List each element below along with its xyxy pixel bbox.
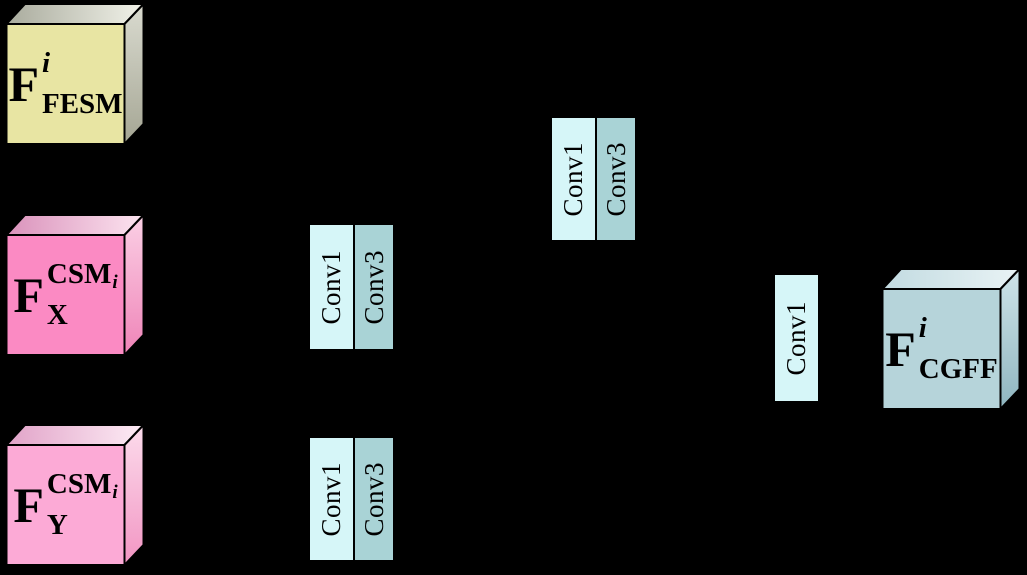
conv3-label-y: Conv3 (358, 461, 389, 537)
conv1-block-output: Conv1 (773, 273, 820, 403)
conv-pair-top: Conv1 Conv3 (550, 116, 637, 242)
conv3-block-top: Conv3 (595, 116, 637, 242)
conv1-label-top: Conv1 (558, 141, 588, 217)
fesm-block: F i FESM (5, 2, 145, 146)
cgff-block: F i CGFF (881, 267, 1021, 411)
conv1-block-y: Conv1 (308, 436, 355, 562)
csm-x-cube-shape (5, 213, 145, 357)
conv1-block-top: Conv1 (550, 116, 597, 242)
conv3-block-x: Conv3 (353, 223, 395, 351)
csm-y-cube-shape (5, 423, 145, 567)
conv1-label-x: Conv1 (316, 249, 346, 325)
conv1-label-output: Conv1 (781, 300, 811, 376)
conv3-label-x: Conv3 (358, 249, 389, 325)
cgff-cube-shape (881, 267, 1021, 411)
csm-x-block: F CSMi X (5, 213, 145, 357)
conv-pair-x: Conv1 Conv3 (308, 223, 395, 351)
conv3-block-y: Conv3 (353, 436, 395, 562)
conv1-label-y: Conv1 (316, 461, 346, 537)
csm-y-block: F CSMi Y (5, 423, 145, 567)
conv-pair-y: Conv1 Conv3 (308, 436, 395, 562)
fesm-cube-shape (5, 2, 145, 146)
conv1-block-x: Conv1 (308, 223, 355, 351)
conv3-label-top: Conv3 (600, 141, 631, 217)
